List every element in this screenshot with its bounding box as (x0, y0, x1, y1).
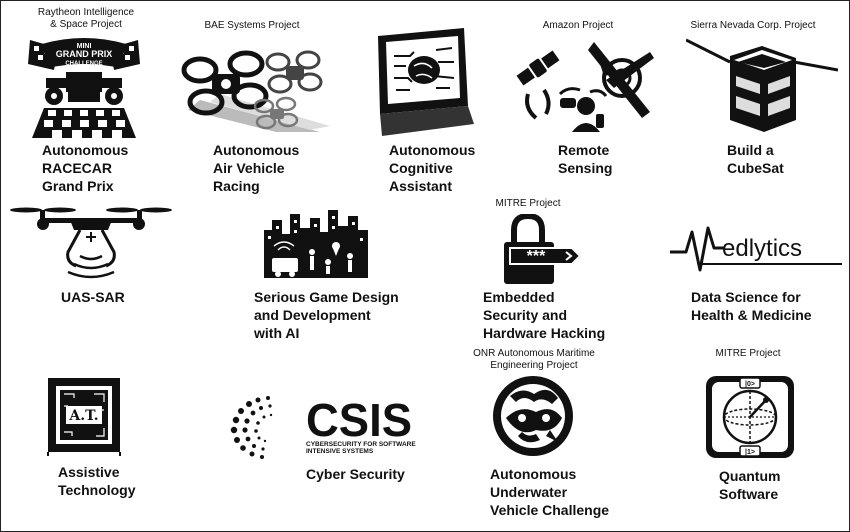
quantum-ket-one: |1> (745, 449, 755, 456)
sponsor-label-mitre-security: MITRE Project (495, 198, 561, 209)
title-serious-game-design: Serious Game Design and Development with… (254, 289, 399, 341)
title-air-vehicle-racing: Autonomous Air Vehicle Racing (213, 142, 300, 194)
racecar-logo-grand-prix: GRAND PRIX (56, 49, 113, 59)
title-cognitive-assistant: Autonomous Cognitive Assistant (389, 142, 476, 194)
racecar-grand-prix-icon: MINI GRAND PRIX CHALLENGE (24, 34, 144, 138)
sponsor-label-onr: ONR Autonomous Maritime Engineering Proj… (473, 348, 595, 371)
quantum-ket-zero: |0> (745, 381, 755, 388)
title-data-science-health: Data Science for Health & Medicine (691, 289, 812, 323)
cubesat-icon (686, 36, 838, 134)
title-uas-sar: UAS-SAR (61, 289, 125, 305)
csis-tagline-line-2: INTENSIVE SYSTEMS (306, 448, 374, 455)
sponsor-label-mitre-quantum: MITRE Project (715, 348, 781, 359)
title-underwater-vehicle: Autonomous Underwater Vehicle Challenge (490, 466, 610, 518)
title-embedded-security: Embedded Security and Hardware Hacking (483, 289, 606, 341)
csis-wordmark: CSIS (306, 394, 412, 446)
medlytics-wordmark: edlytics (722, 235, 802, 262)
security-password-mask: *** (527, 248, 546, 265)
assistive-technology-chip-icon: A.T. (46, 376, 122, 456)
title-quantum-software: Quantum Software (719, 468, 781, 502)
title-build-a-cubesat: Build a CubeSat (727, 142, 784, 176)
drone-racing-icon (180, 40, 330, 132)
title-cyber-security: Cyber Security (306, 466, 405, 482)
sponsor-label-bae: BAE Systems Project (204, 20, 300, 31)
csis-logo-icon: CSIS CYBERSECURITY FOR SOFTWARE INTENSIV… (228, 390, 418, 460)
racecar-logo-mini: MINI (77, 43, 92, 50)
assistive-technology-monogram: A.T. (68, 408, 98, 424)
quantum-bloch-sphere-icon: |0> |1> (704, 374, 796, 460)
medlytics-logo-icon: edlytics (670, 226, 842, 274)
sponsor-label-racecar: Raytheon Intelligence & Space Project (37, 7, 135, 30)
title-racecar-grand-prix: Autonomous RACECAR Grand Prix (42, 142, 129, 194)
sponsor-label-amazon: Amazon Project (542, 20, 614, 31)
racecar-logo-challenge: CHALLENGE (65, 61, 102, 67)
uas-sar-drone-icon (8, 200, 174, 282)
title-remote-sensing: Remote Sensing (558, 142, 613, 176)
title-assistive-technology: Assistive Technology (58, 464, 136, 498)
underwater-vehicle-emblem-icon (490, 374, 576, 458)
serious-game-city-icon (264, 210, 368, 278)
csis-tagline-line-1: CYBERSECURITY FOR SOFTWARE (306, 441, 416, 448)
cognitive-assistant-monitor-icon (370, 26, 474, 138)
sponsor-label-sierra-nevada: Sierra Nevada Corp. Project (690, 20, 816, 31)
remote-sensing-icon (510, 34, 656, 134)
embedded-security-lock-icon: *** (500, 214, 580, 286)
